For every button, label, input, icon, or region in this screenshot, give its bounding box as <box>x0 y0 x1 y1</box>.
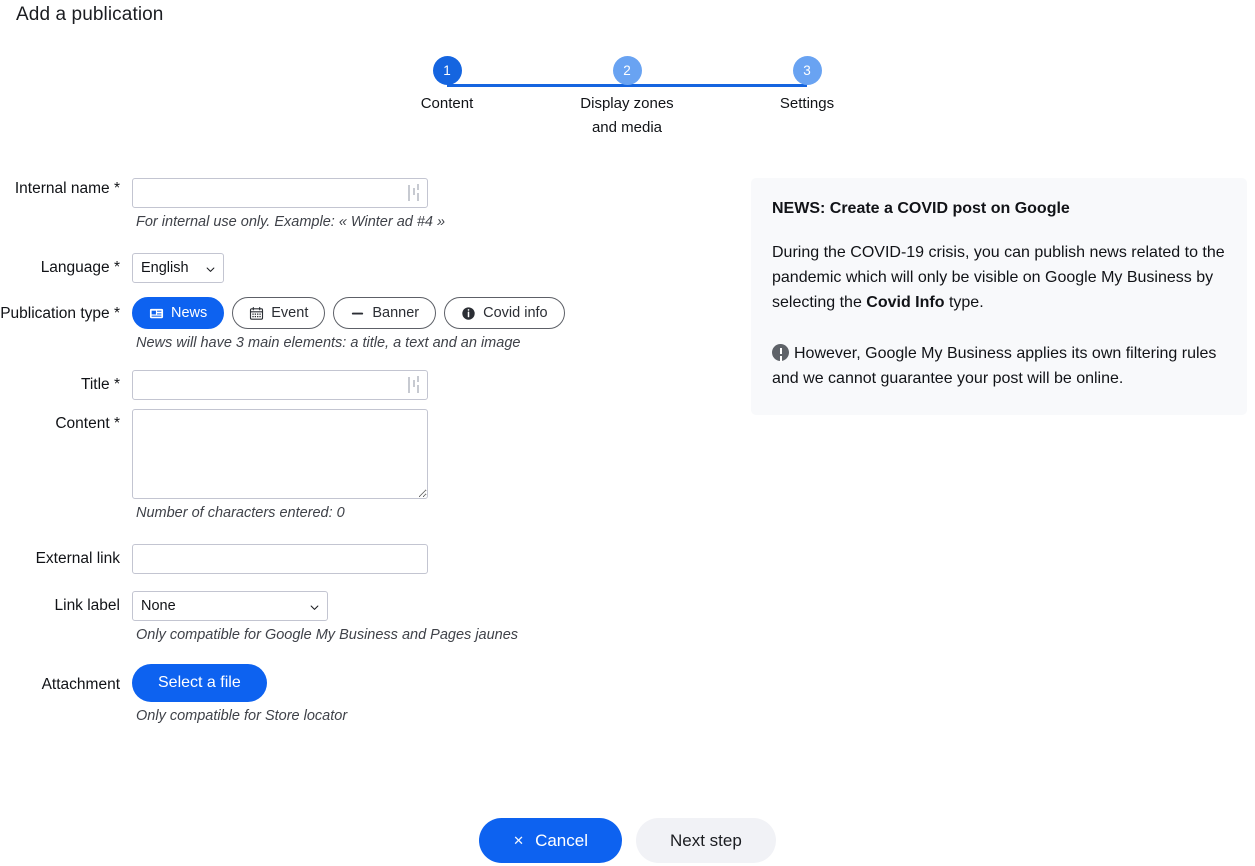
form-row-title: Title * <box>0 370 700 400</box>
attachment-label: Attachment <box>41 676 120 693</box>
close-icon: ✕ <box>513 832 525 848</box>
stepper-step-content[interactable]: 1 Content <box>367 56 527 116</box>
stepper-step-display-zones-and-media[interactable]: 2 Display zones and media <box>547 56 707 140</box>
external-link-label: External link <box>35 550 120 567</box>
internal-name-label: Internal name * <box>14 180 120 197</box>
language-select[interactable]: English <box>132 253 224 283</box>
form-row-attachment: Attachment Select a file Only compatible… <box>0 664 700 725</box>
form-footer: ✕ Cancel Next step <box>0 818 1255 863</box>
form-row-publication-type: Publication type * News <box>0 297 700 352</box>
stepper-connector-line <box>447 84 807 87</box>
publication-type-chip-banner-label: Banner <box>372 305 420 321</box>
title-label: Title * <box>80 376 120 393</box>
title-input[interactable] <box>132 370 428 400</box>
step-number-badge-1: 1 <box>432 56 462 85</box>
newspaper-icon <box>149 306 164 321</box>
content-textarea[interactable] <box>132 409 428 499</box>
link-label-select[interactable]: None <box>132 591 328 621</box>
cancel-button-label: Cancel <box>535 830 588 850</box>
content-character-count: Number of characters entered: 0 <box>136 505 345 521</box>
info-panel-body: During the COVID-19 crisis, you can publ… <box>772 240 1226 315</box>
info-panel-title: NEWS: Create a COVID post on Google <box>772 200 1070 217</box>
form-row-internal-name: Internal name * For internal use only. E… <box>0 178 700 231</box>
internal-name-hint: For internal use only. Example: « Winter… <box>136 214 446 230</box>
publication-type-chip-news-label: News <box>171 305 208 321</box>
attachment-hint: Only compatible for Store locator <box>136 708 348 724</box>
info-panel: NEWS: Create a COVID post on Google Duri… <box>751 178 1247 415</box>
step-label-2: Display zones and media <box>580 95 674 136</box>
info-panel-body-part2: type. <box>944 294 984 311</box>
form-row-link-label: Link label None Only compatible for Goog… <box>0 591 700 644</box>
language-label: Language * <box>40 259 120 276</box>
info-panel-body-strong: Covid Info <box>866 294 945 311</box>
info-panel-body-part1: During the COVID-19 crisis, you can publ… <box>772 244 1225 311</box>
step-number-badge-2: 2 <box>612 56 642 85</box>
publication-form: Internal name * For internal use only. E… <box>0 178 700 725</box>
publication-type-chip-news[interactable]: News <box>132 297 225 329</box>
cancel-button[interactable]: ✕ Cancel <box>479 818 622 863</box>
publication-type-chip-group: News <box>132 297 700 329</box>
info-panel-note: However, Google My Business applies its … <box>772 341 1226 391</box>
stepper-step-settings[interactable]: 3 Settings <box>727 56 887 116</box>
info-circle-icon <box>461 306 476 321</box>
minus-icon <box>350 306 365 321</box>
info-panel-note-text: However, Google My Business applies its … <box>772 345 1217 387</box>
content-label: Content * <box>55 415 120 432</box>
internal-name-input[interactable] <box>132 178 428 208</box>
publication-type-chip-event[interactable]: Event <box>232 297 326 329</box>
form-row-external-link: External link <box>0 544 700 574</box>
next-step-button[interactable]: Next step <box>636 818 776 863</box>
link-label-hint: Only compatible for Google My Business a… <box>136 627 519 643</box>
publication-type-chip-event-label: Event <box>271 305 309 321</box>
calendar-icon <box>249 306 264 321</box>
step-label-3: Settings <box>779 95 835 112</box>
external-link-input[interactable] <box>132 544 428 574</box>
warning-exclamation-icon <box>772 344 789 361</box>
form-row-content: Content * Number of characters entered: … <box>0 409 700 522</box>
page-title: Add a publication <box>16 4 164 25</box>
publication-type-hint: News will have 3 main elements: a title,… <box>136 335 521 351</box>
link-label-label: Link label <box>54 597 121 614</box>
step-number-badge-3: 3 <box>792 56 822 85</box>
publication-type-chip-banner[interactable]: Banner <box>333 297 437 329</box>
select-a-file-button[interactable]: Select a file <box>132 664 267 702</box>
step-label-1: Content <box>420 95 474 112</box>
stepper: 1 Content 2 Display zones and media 3 Se… <box>367 56 887 146</box>
form-row-language: Language * English <box>0 253 700 283</box>
publication-type-label: Publication type * <box>0 305 120 322</box>
publication-type-chip-covid-info-label: Covid info <box>483 305 548 321</box>
publication-type-chip-covid-info[interactable]: Covid info <box>444 297 565 329</box>
